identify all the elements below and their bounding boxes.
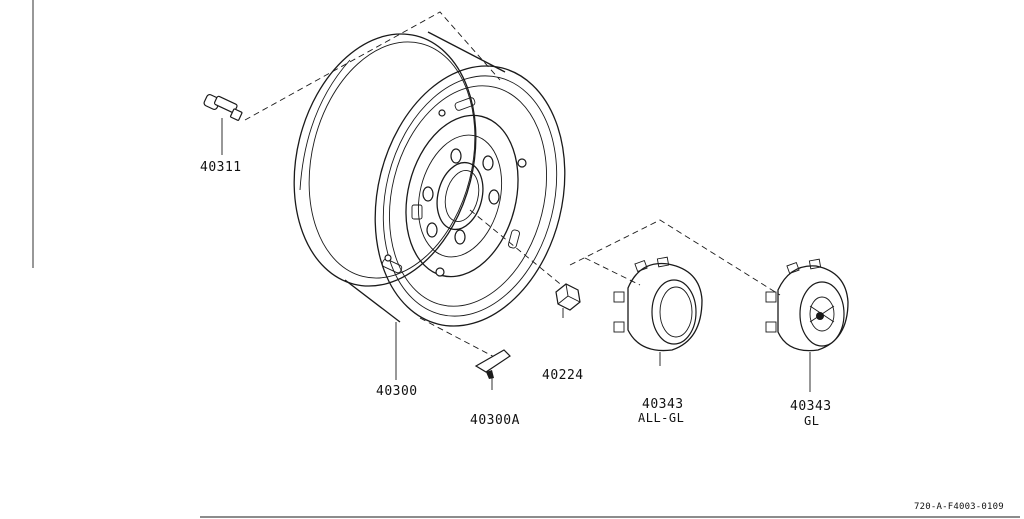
valve-stem-part [203, 93, 243, 155]
dashed-leaders [244, 11, 781, 361]
reference-code: 720-A-F4003-0109 [914, 502, 1004, 512]
part-number-wheel: 40300 [376, 384, 418, 399]
part-note-gl: GL [804, 414, 820, 428]
wheel-cap-all-gl-part [613, 256, 703, 366]
part-number-lug-nut: 40224 [542, 368, 584, 383]
balance-weight-part [474, 349, 511, 390]
part-number-wheel-cap-gl: 40343 [790, 399, 832, 414]
wheel-cap-gl-part [765, 258, 849, 392]
part-number-balance-weight: 40300A [470, 413, 520, 428]
steel-wheel [293, 31, 566, 327]
lug-nut-part [555, 283, 581, 318]
part-number-wheel-cap-all-gl: 40343 [642, 397, 684, 412]
part-note-all-gl: ALL-GL [638, 411, 685, 425]
part-number-valve-stem: 40311 [200, 160, 242, 175]
